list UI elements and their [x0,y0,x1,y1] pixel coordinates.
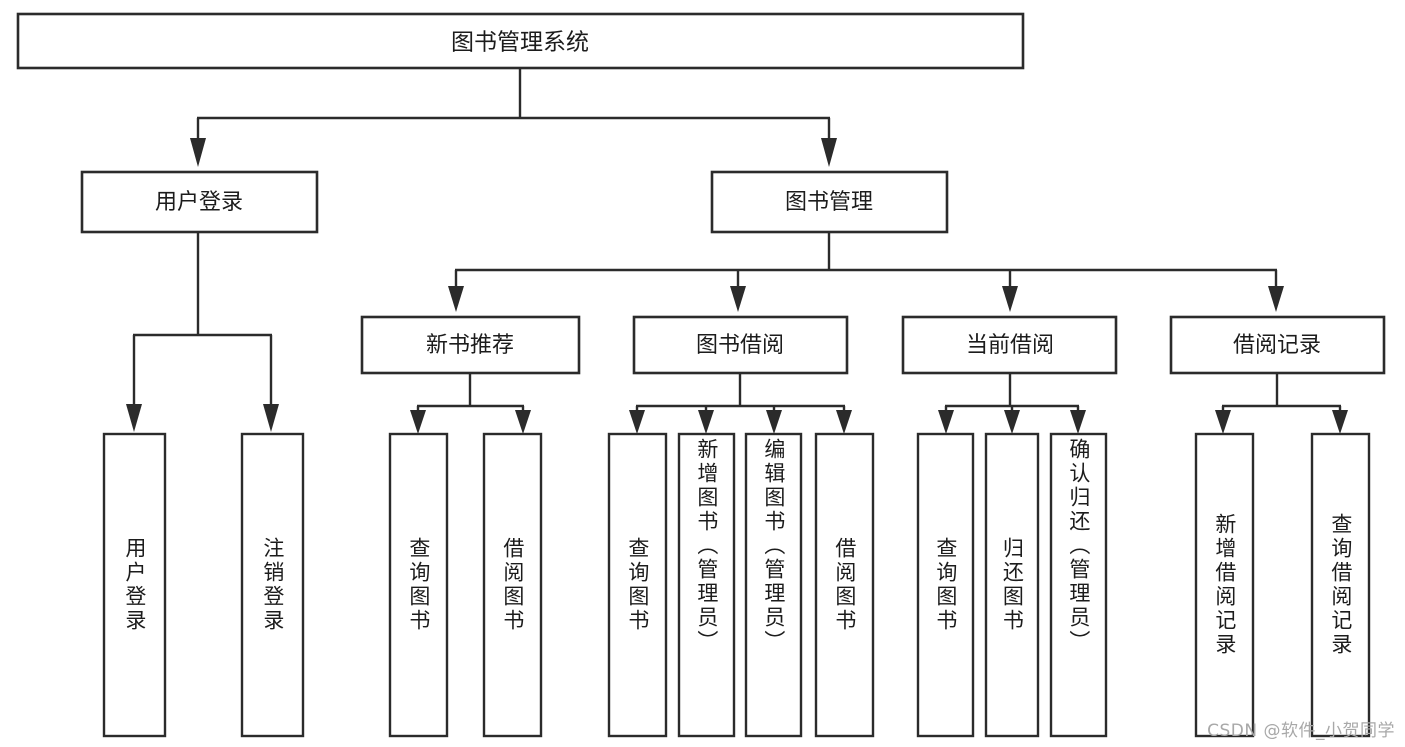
connector-root-to-level2 [190,68,837,167]
node-new-book-recommend-rect [360,315,581,375]
node-current-borrow[interactable]: 当前借阅 [901,315,1118,375]
leaf-borrow-book-1-rect[interactable] [482,432,543,738]
node-new-book-recommend-label: 新书推荐 [426,333,514,358]
arrow-head-icon [629,410,645,434]
leaf-edit-book-rect[interactable] [744,432,803,738]
leaf-query-book-3-rect[interactable] [916,432,975,738]
arrow-head-icon [821,138,837,167]
node-borrow-record[interactable]: 借阅记录 [1169,315,1386,375]
arrow-head-icon [448,286,464,312]
arrow-head-icon [126,404,142,432]
leaf-query-record-rect[interactable] [1310,432,1371,738]
connector-borrowrecord-to-leaves [1215,373,1348,434]
arrow-head-icon [1268,286,1284,312]
leaf-query-book-2-rect[interactable] [607,432,668,738]
connector-newbook-to-leaves [410,373,531,434]
node-user-login[interactable]: 用户登录 [80,170,319,234]
arrow-head-icon [730,286,746,312]
leaf-query-book-1-rect[interactable] [388,432,449,738]
node-book-borrow-label: 图书借阅 [696,333,784,358]
arrow-head-icon [836,410,852,434]
leaf-confirm-return-rect[interactable] [1049,432,1108,738]
leaf-add-book-rect[interactable] [677,432,736,738]
arrow-head-icon [263,404,279,432]
node-current-borrow-label: 当前借阅 [966,333,1054,358]
node-borrow-record-label: 借阅记录 [1233,333,1321,358]
arrow-head-icon [1004,410,1020,434]
arrow-head-icon [1332,410,1348,434]
arrow-head-icon [766,410,782,434]
leaf-add-record-rect[interactable] [1194,432,1255,738]
arrow-head-icon [515,410,531,434]
node-root-rect [16,12,1025,70]
node-root-label: 图书管理系统 [451,30,589,56]
leaf-logout-login-rect[interactable] [240,432,305,738]
node-new-book-recommend[interactable]: 新书推荐 [360,315,581,375]
arrow-head-icon [938,410,954,434]
connector-bookborrow-to-leaves [629,373,852,434]
leaf-return-book-rect[interactable] [984,432,1040,738]
node-root-system[interactable]: 图书管理系统 [16,12,1025,70]
node-user-login-rect [80,170,319,234]
arrow-head-icon [190,138,206,167]
leaf-user-login-rect[interactable] [102,432,167,738]
node-book-borrow[interactable]: 图书借阅 [632,315,849,375]
leaf-borrow-book-2-rect[interactable] [814,432,875,738]
watermark-credit: CSDN @软件_小贺同学 [1207,721,1395,741]
arrow-head-icon [698,410,714,434]
arrow-head-icon [410,410,426,434]
node-current-borrow-rect [901,315,1118,375]
node-book-borrow-rect [632,315,849,375]
connector-currentborrow-to-leaves [938,373,1086,434]
connector-bookmanage-to-level3 [448,232,1284,312]
arrow-head-icon [1002,286,1018,312]
connector-userlogin-to-leaves [126,232,279,432]
arrow-head-icon [1070,410,1086,434]
node-book-manage[interactable]: 图书管理 [710,170,949,234]
node-book-manage-label: 图书管理 [785,190,873,215]
node-user-login-label: 用户登录 [155,190,243,215]
node-borrow-record-rect [1169,315,1386,375]
node-book-manage-rect [710,170,949,234]
arrow-head-icon [1215,410,1231,434]
